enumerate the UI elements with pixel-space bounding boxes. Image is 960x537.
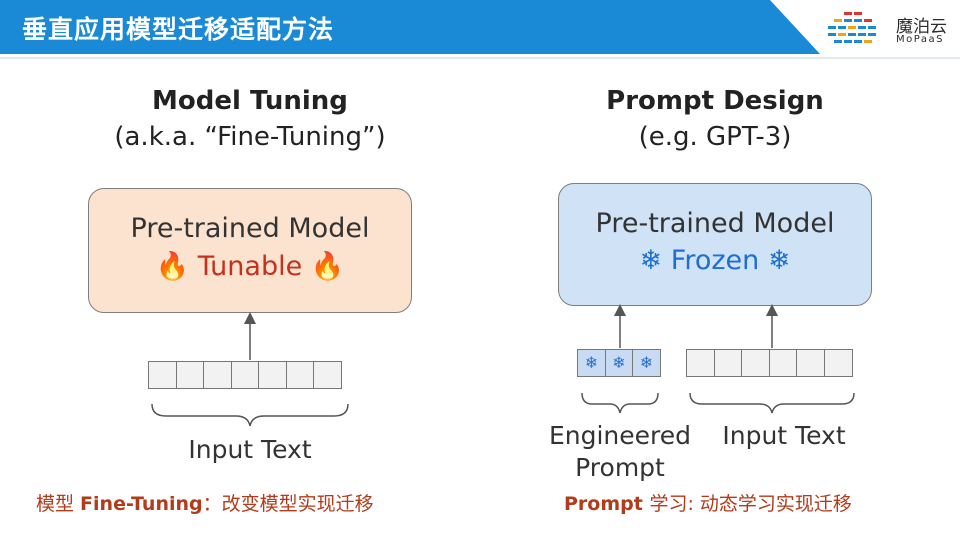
token-cell: [741, 349, 770, 377]
header-divider: [0, 57, 960, 59]
prompt-label-line1: Engineered: [548, 421, 692, 450]
left-heading: Model Tuning (a.k.a. “Fine-Tuning”): [80, 86, 420, 152]
fire-icon: 🔥: [155, 251, 190, 282]
snowflake-icon: ❄: [767, 245, 791, 276]
title-banner: [0, 0, 820, 54]
left-caption-suffix: ：改变模型实现迁移: [202, 493, 374, 515]
token-cell: [713, 349, 743, 377]
mopaas-logo-icon: [828, 12, 876, 43]
prompt-label-line2: Prompt: [575, 453, 665, 482]
right-heading-main: Prompt Design: [606, 86, 824, 116]
prompt-brace: [581, 392, 659, 414]
right-model-state-label: Frozen: [670, 245, 760, 276]
right-caption-mid: 学习:: [649, 493, 700, 515]
token-cell: [823, 349, 853, 377]
snowflake-icon: ❄: [639, 245, 663, 276]
right-input-label: Input Text: [722, 421, 846, 450]
left-caption-prefix: 模型: [36, 493, 81, 515]
right-model-title: Pre-trained Model: [595, 208, 835, 239]
header-bar: 垂直应用模型迁移适配方法 魔泊云 MoPaaS: [0, 0, 960, 60]
prompt-tokens: ❄ ❄ ❄: [577, 349, 661, 377]
snowflake-icon: ❄: [632, 349, 661, 377]
left-input-tokens: [148, 361, 342, 389]
left-model-box: Pre-trained Model 🔥 Tunable 🔥: [88, 188, 412, 313]
left-caption: 模型 Fine-Tuning：改变模型实现迁移: [36, 489, 374, 516]
left-heading-sub: (a.k.a. “Fine-Tuning”): [114, 122, 386, 152]
left-model-title: Pre-trained Model: [130, 213, 370, 244]
snowflake-icon: ❄: [577, 349, 606, 377]
right-heading: Prompt Design (e.g. GPT-3): [545, 86, 885, 152]
right-model-state: ❄ Frozen ❄: [559, 245, 871, 276]
right-caption: Prompt 学习: 动态学习实现迁移: [564, 489, 852, 516]
left-heading-main: Model Tuning: [152, 86, 348, 116]
prompt-label: Engineered Prompt: [520, 420, 720, 484]
right-input-brace: [689, 392, 855, 414]
right-input-tokens: [686, 349, 853, 377]
left-input-brace: [151, 403, 349, 427]
right-caption-suffix: 动态学习实现迁移: [699, 493, 852, 515]
right-heading-sub: (e.g. GPT-3): [638, 122, 792, 152]
token-cell: [285, 361, 315, 389]
right-caption-bold: Prompt: [564, 493, 650, 515]
left-model-state-label: Tunable: [197, 251, 303, 282]
left-input-label: Input Text: [188, 435, 312, 464]
token-cell: [230, 361, 260, 389]
fire-icon: 🔥: [310, 251, 345, 282]
right-model-box: Pre-trained Model ❄ Frozen ❄: [558, 183, 872, 306]
token-cell: [148, 361, 177, 389]
token-cell: [175, 361, 205, 389]
slide-title: 垂直应用模型迁移适配方法: [22, 15, 335, 44]
token-cell: [258, 361, 287, 389]
logo-text-en: MoPaaS: [896, 34, 944, 45]
left-caption-bold: Fine-Tuning: [80, 493, 203, 515]
token-cell: [313, 361, 342, 389]
snowflake-icon: ❄: [604, 349, 634, 377]
left-model-state: 🔥 Tunable 🔥: [89, 250, 411, 282]
logo-text-cn: 魔泊云: [896, 17, 947, 37]
